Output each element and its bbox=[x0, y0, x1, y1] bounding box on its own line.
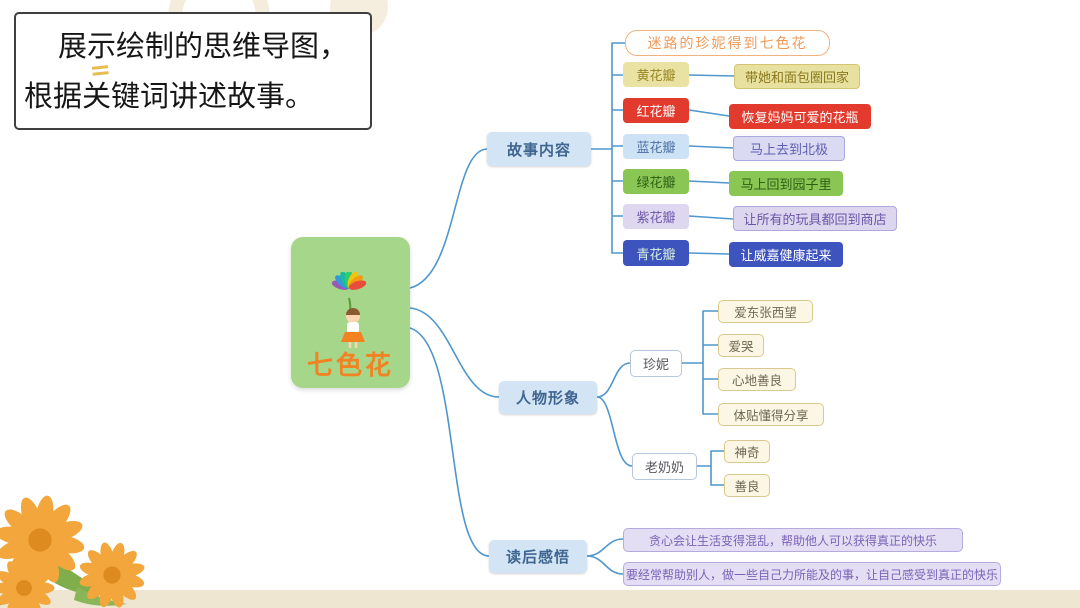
bottom-bar bbox=[0, 590, 1080, 608]
petal-cyan-node: 青花瓣 bbox=[623, 240, 689, 266]
petal-blue-effect: 马上去到北极 bbox=[733, 136, 845, 161]
trait-jenny-kind-hearted: 心地善良 bbox=[718, 368, 796, 391]
story-title-node: 迷路的珍妮得到七色花 bbox=[625, 30, 830, 56]
petal-yellow-effect: 带她和面包圈回家 bbox=[734, 64, 860, 89]
girl-with-seven-color-flower-illustration bbox=[331, 272, 366, 348]
petal-green-effect: 马上回到园子里 bbox=[729, 171, 843, 196]
note-line-1: 展示绘制的思维导图， bbox=[58, 31, 349, 63]
insight-1: 贪心会让生活变得混乱，帮助他人可以获得真正的快乐 bbox=[623, 528, 963, 552]
trait-jenny-sharing: 体贴懂得分享 bbox=[718, 403, 824, 426]
character-jenny-node: 珍妮 bbox=[630, 350, 682, 377]
note-line-2: 根据关键词讲述故事。 bbox=[24, 81, 315, 113]
branch-reading-reflection: 读后感悟 bbox=[489, 540, 587, 573]
trait-grandma-magical: 神奇 bbox=[724, 440, 770, 463]
insight-2: 要经常帮助别人，做一些自己力所能及的事，让自己感受到真正的快乐 bbox=[623, 562, 1001, 586]
branch-story-content: 故事内容 bbox=[487, 132, 591, 166]
trait-jenny-looks-around: 爱东张西望 bbox=[718, 300, 813, 323]
trait-jenny-cries: 爱哭 bbox=[718, 334, 764, 357]
petal-red-effect: 恢复妈妈可爱的花瓶 bbox=[729, 104, 871, 129]
petal-purple-effect: 让所有的玩具都回到商店 bbox=[733, 206, 897, 231]
mindmap-root-node: 七色花 bbox=[291, 237, 410, 388]
petal-red-node: 红花瓣 bbox=[623, 98, 689, 123]
petal-cyan-effect: 让威嘉健康起来 bbox=[729, 242, 843, 267]
flower-decoration bbox=[0, 462, 197, 608]
petal-green-node: 绿花瓣 bbox=[623, 169, 689, 194]
note-box: 展示绘制的思维导图， 根据关键词讲述故事。 bbox=[14, 12, 372, 130]
petal-purple-node: 紫花瓣 bbox=[623, 204, 689, 229]
petal-yellow-node: 黄花瓣 bbox=[623, 62, 689, 87]
root-label: 七色花 bbox=[306, 350, 394, 380]
trait-grandma-kind: 善良 bbox=[724, 474, 770, 497]
branch-character-image: 人物形象 bbox=[499, 381, 597, 414]
petal-blue-node: 蓝花瓣 bbox=[623, 134, 689, 159]
character-grandma-node: 老奶奶 bbox=[632, 453, 697, 480]
